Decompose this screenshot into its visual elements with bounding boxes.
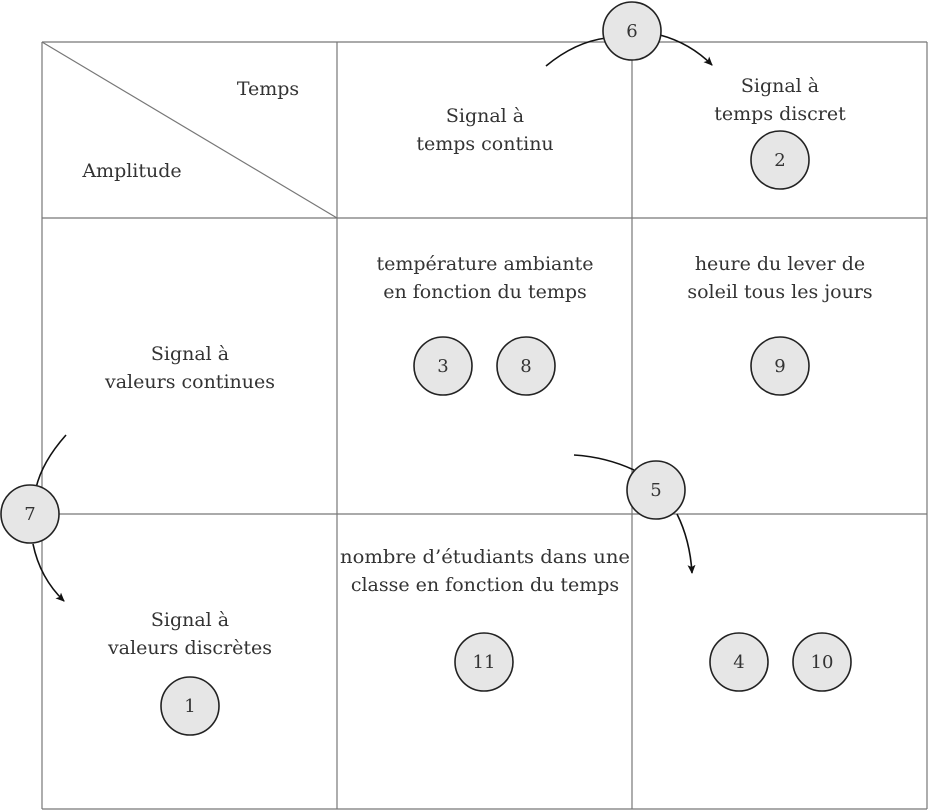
marker-number: 2 xyxy=(774,150,785,171)
marker-number: 3 xyxy=(437,356,448,377)
marker-circle xyxy=(454,632,514,692)
marker-4: 4 xyxy=(709,632,769,692)
marker-10: 10 xyxy=(792,632,852,692)
corner-label-time: Temps xyxy=(237,78,299,100)
marker-9: 9 xyxy=(750,336,810,396)
corner-label-amplitude: Amplitude xyxy=(81,160,181,182)
marker-circle xyxy=(792,632,852,692)
cell-disc-cont-line2: classe en fonction du temps xyxy=(351,574,619,596)
arrow-5-tail xyxy=(573,454,635,471)
marker-number: 10 xyxy=(811,652,834,673)
cell-disc-cont-line1: nombre d’étudiants dans une xyxy=(340,546,630,568)
marker-number: 5 xyxy=(650,480,661,501)
arrow-7-tail xyxy=(35,434,67,489)
arrow-7-head xyxy=(32,543,65,602)
marker-circle xyxy=(602,1,662,61)
marker-circle xyxy=(626,460,686,520)
marker-6: 6 xyxy=(602,1,662,61)
arrow-6-tail xyxy=(545,37,607,67)
marker-number: 6 xyxy=(626,21,637,42)
marker-1: 1 xyxy=(160,676,220,736)
marker-7: 7 xyxy=(0,484,60,544)
row-header-continuous-line2: valeurs continues xyxy=(104,371,275,393)
corner-diagonal xyxy=(41,41,338,219)
marker-number: 1 xyxy=(184,696,195,717)
row-header-discrete-line2: valeurs discrètes xyxy=(107,637,272,659)
marker-number: 4 xyxy=(733,652,744,673)
marker-number: 7 xyxy=(24,504,35,525)
marker-3: 3 xyxy=(413,336,473,396)
arrow-6-head xyxy=(659,34,713,66)
marker-5: 5 xyxy=(626,460,686,520)
col-header-continuous-line1: Signal à xyxy=(446,105,524,127)
col-header-discrete-line2: temps discret xyxy=(714,103,846,125)
marker-11: 11 xyxy=(454,632,514,692)
arrow-5-head xyxy=(676,513,696,574)
marker-circle xyxy=(750,336,810,396)
marker-8: 8 xyxy=(496,336,556,396)
marker-number: 8 xyxy=(520,356,531,377)
table-grid xyxy=(41,41,928,810)
row-header-discrete-line1: Signal à xyxy=(151,609,229,631)
marker-number: 11 xyxy=(473,652,496,673)
marker-number: 9 xyxy=(774,356,785,377)
marker-circle xyxy=(496,336,556,396)
col-header-discrete-line1: Signal à xyxy=(741,75,819,97)
marker-circle xyxy=(750,130,810,190)
cell-cont-cont-line1: température ambiante xyxy=(377,253,594,275)
cell-cont-disc-line2: soleil tous les jours xyxy=(687,281,872,303)
marker-circle xyxy=(709,632,769,692)
marker-2: 2 xyxy=(750,130,810,190)
cell-cont-cont-line2: en fonction du temps xyxy=(383,281,587,303)
marker-circle xyxy=(160,676,220,736)
cell-cont-disc-line1: heure du lever de xyxy=(695,253,865,275)
col-header-continuous-line2: temps continu xyxy=(416,133,553,155)
row-header-continuous-line1: Signal à xyxy=(151,343,229,365)
marker-circle xyxy=(413,336,473,396)
marker-circle xyxy=(0,484,60,544)
